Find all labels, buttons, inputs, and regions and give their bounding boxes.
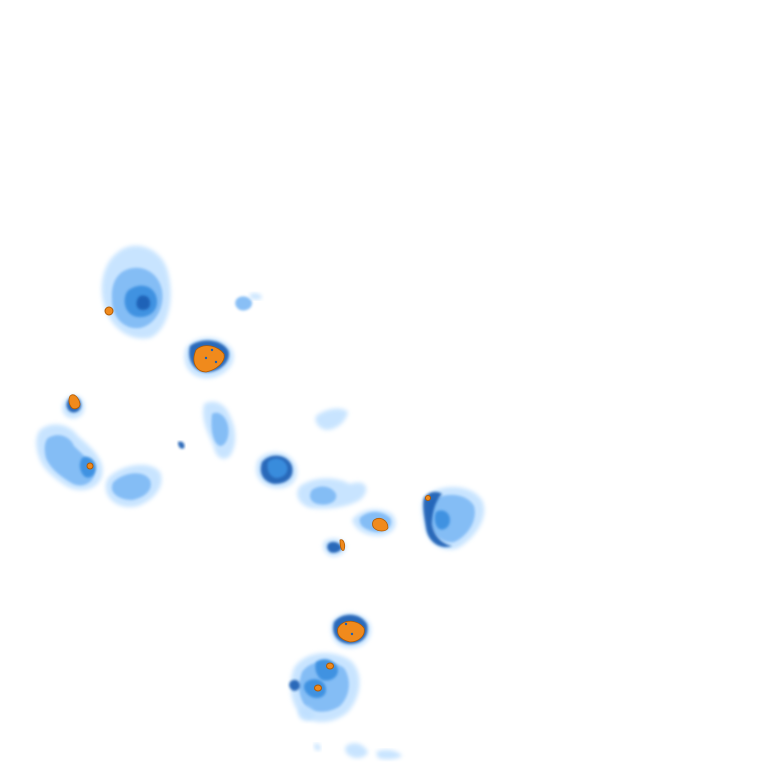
cell-east-severe-core (425, 495, 431, 501)
cell-east-echo-strong (434, 510, 450, 530)
cell-south-trail-echo-light (376, 749, 402, 760)
cell-west (62, 394, 85, 419)
cell-south-trail-echo-light (345, 743, 368, 759)
cell-northwest (101, 245, 171, 339)
cell-center-east (323, 509, 396, 557)
cell-south-speck (344, 622, 348, 626)
cell-west-cluster-severe-core (86, 462, 94, 470)
cell-small-north-echo-medium (235, 296, 253, 311)
cell-center-trail-echo-medium (211, 412, 229, 446)
cell-south-trail-severe-core (314, 684, 322, 692)
cell-central-north (184, 337, 234, 379)
cell-small-north-echo-light (250, 293, 262, 300)
cell-center-echo-strong (267, 458, 288, 478)
cell-small-north (235, 293, 262, 311)
cell-south (331, 613, 371, 648)
cell-south-trail-severe-core (326, 662, 334, 670)
cell-south-trail (289, 653, 402, 760)
cell-west-severe-core (68, 394, 81, 410)
cell-northwest-echo-intense (136, 295, 151, 310)
cell-center-trail-echo-medium (310, 486, 337, 505)
cell-center-east-echo-intense (327, 541, 342, 553)
cell-west-cluster (36, 424, 103, 491)
cell-northwest-severe-core (104, 306, 114, 316)
cell-east-echo-medium (428, 494, 475, 543)
cell-center-east-severe-core-extra (339, 539, 346, 551)
cell-south-severe-core (337, 620, 365, 643)
cell-center-east-severe-core (372, 518, 389, 532)
cell-small-south-echo-light (298, 706, 314, 721)
cell-center-trail-echo-light (315, 408, 348, 430)
cell-east (421, 487, 485, 550)
cell-south-speck (350, 632, 354, 636)
cell-east-echo-intense (423, 491, 452, 548)
cell-small-south (298, 706, 321, 751)
cell-center (256, 452, 297, 489)
cell-central-north-severe-core (193, 345, 225, 373)
cell-central-north-speck (214, 360, 218, 364)
cell-south-trail-echo-intense (289, 679, 300, 691)
cell-southwest (105, 464, 162, 508)
cell-small-south-echo-light (314, 743, 321, 751)
cell-center-trail (178, 401, 367, 509)
cell-southwest-echo-medium (112, 473, 151, 500)
cell-central-north-speck (210, 348, 214, 352)
cell-center-trail-echo-intense (178, 441, 185, 449)
cell-central-north-speck (204, 356, 208, 360)
